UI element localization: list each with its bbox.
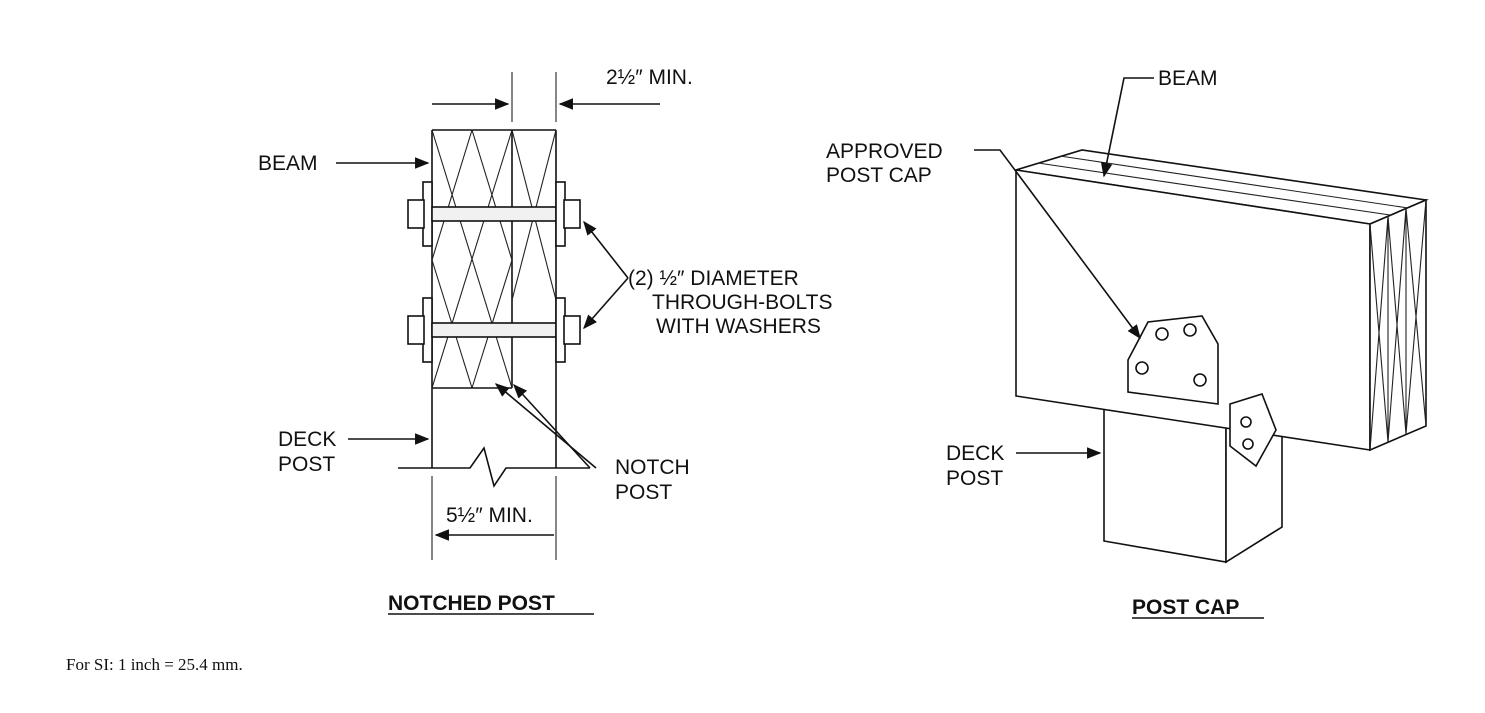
bolts-label-line-2: THROUGH-BOLTS xyxy=(652,291,832,314)
approved-post-cap-label-1: APPROVED xyxy=(826,140,943,163)
dimension-top: 2½″ MIN. xyxy=(432,66,693,122)
post-cap-drawing: BEAM APPROVED POST CAP DECK POST POST CA… xyxy=(826,67,1429,619)
post-cap-deck-post-label-1: DECK xyxy=(946,442,1004,465)
notched-beam-label: BEAM xyxy=(258,152,318,175)
post-cap-caption: POST CAP xyxy=(1132,596,1239,619)
notched-deck-post-label-2: POST xyxy=(278,453,335,476)
notched-deck-post-label-1: DECK xyxy=(278,428,336,451)
post-cap-beam-label: BEAM xyxy=(1158,67,1218,90)
approved-post-cap-label-2: POST CAP xyxy=(826,164,932,187)
post-cap-beam xyxy=(1015,149,1429,452)
through-bolt-top xyxy=(407,181,581,247)
through-bolt-bottom xyxy=(407,297,581,363)
si-conversion-footnote: For SI: 1 inch = 25.4 mm. xyxy=(66,655,243,674)
dimension-bottom: 5½″ MIN. xyxy=(431,476,557,560)
notch-post-label-2: POST xyxy=(615,481,672,504)
notched-post-drawing: 2½″ MIN. BEAM (2) ½″ DIAMETER THROUGH-BO… xyxy=(258,66,832,615)
notched-post-caption: NOTCHED POST xyxy=(388,592,555,615)
dimension-bottom-label: 5½″ MIN. xyxy=(446,504,533,527)
bolts-label: (2) ½″ DIAMETER THROUGH-BOLTS WITH WASHE… xyxy=(583,220,832,338)
post-cap-plate-side xyxy=(1229,393,1277,468)
notch-post-label-1: NOTCH xyxy=(615,456,690,479)
beam-section xyxy=(431,129,556,389)
post-cap-plate-front xyxy=(1127,315,1219,405)
post-cap-deck-post-label-2: POST xyxy=(946,467,1003,490)
bolts-label-line-1: (2) ½″ DIAMETER xyxy=(628,267,799,290)
bolts-label-line-3: WITH WASHERS xyxy=(656,315,821,338)
dimension-top-label: 2½″ MIN. xyxy=(606,66,693,89)
